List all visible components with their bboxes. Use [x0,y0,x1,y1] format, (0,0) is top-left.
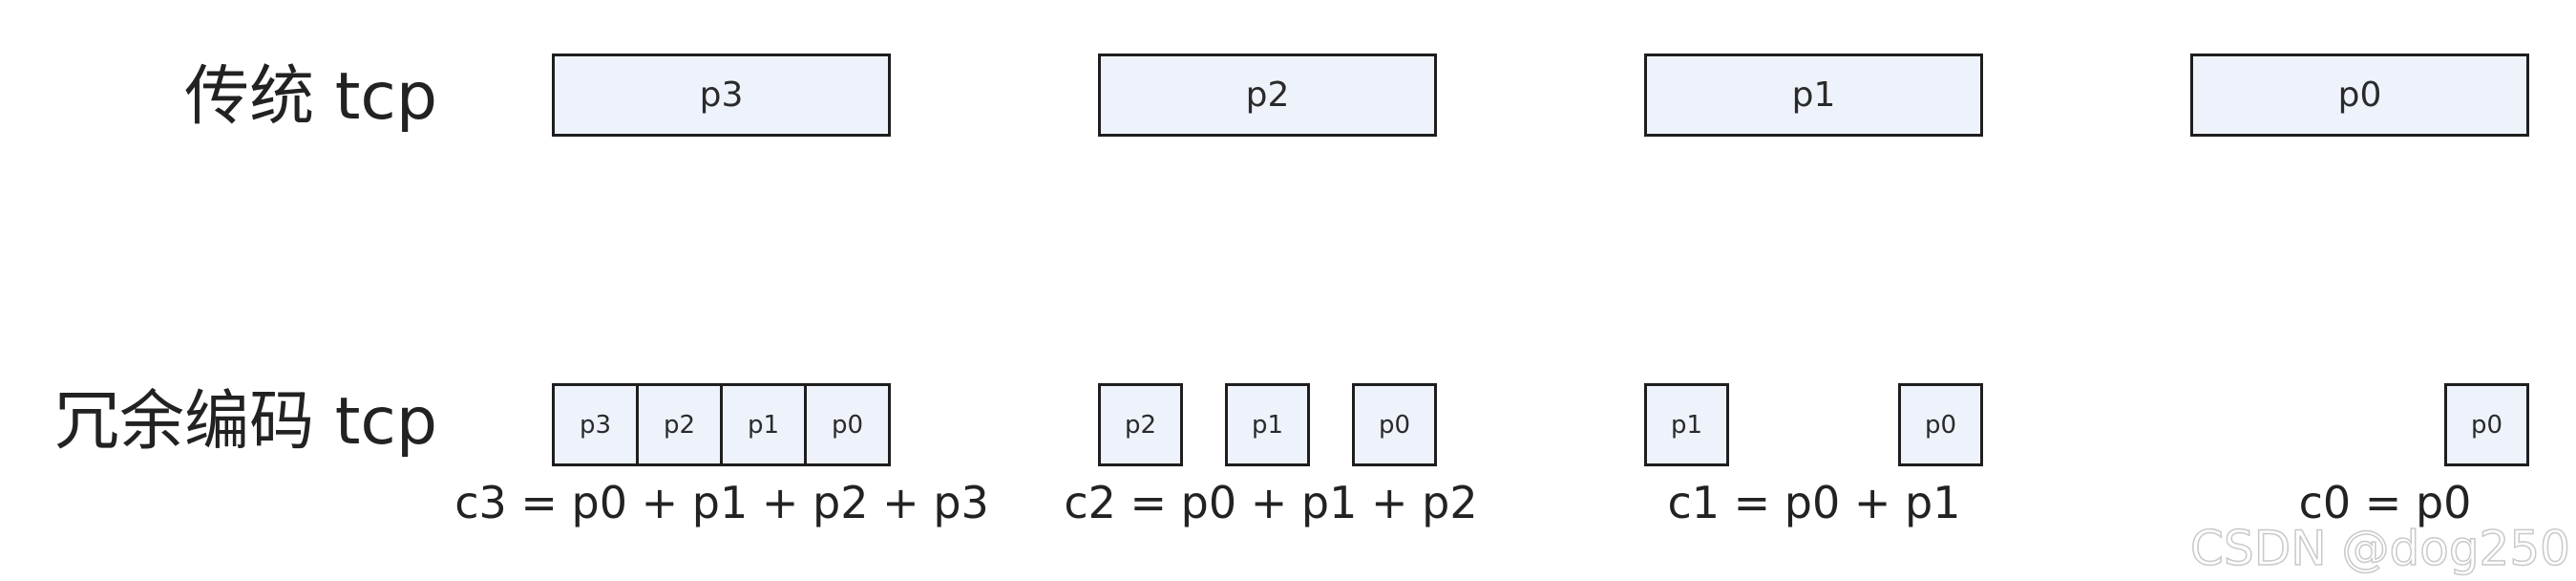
c2-formula: c2 = p0 + p1 + p2 [1064,477,1478,528]
c3-packet-p1: p1 [720,383,807,466]
c1-formula: c1 = p0 + p1 [1667,477,1961,528]
c3-packet-p0: p0 [804,383,891,466]
traditional-tcp-label: 传统 tcp [184,59,437,135]
c2-packet-p2: p2 [1098,383,1183,466]
c1-packet-p0: p0 [1898,383,1983,466]
c3-formula: c3 = p0 + p1 + p2 + p3 [454,477,989,528]
c3-packet-p3: p3 [552,383,639,466]
traditional-packet-p3: p3 [552,54,891,137]
c3-packet-p2: p2 [636,383,723,466]
c0-packet-p0: p0 [2444,383,2529,466]
c0-formula: c0 = p0 [2298,477,2472,528]
c2-packet-p1: p1 [1225,383,1310,466]
c1-packet-p1: p1 [1644,383,1729,466]
csdn-watermark: CSDN @dog250 [2189,520,2570,577]
traditional-packet-p0: p0 [2190,54,2529,137]
traditional-packet-p1: p1 [1644,54,1983,137]
traditional-packet-p2: p2 [1098,54,1437,137]
redundant-coding-tcp-label: 冗余编码 tcp [54,384,437,460]
c2-packet-p0: p0 [1352,383,1437,466]
